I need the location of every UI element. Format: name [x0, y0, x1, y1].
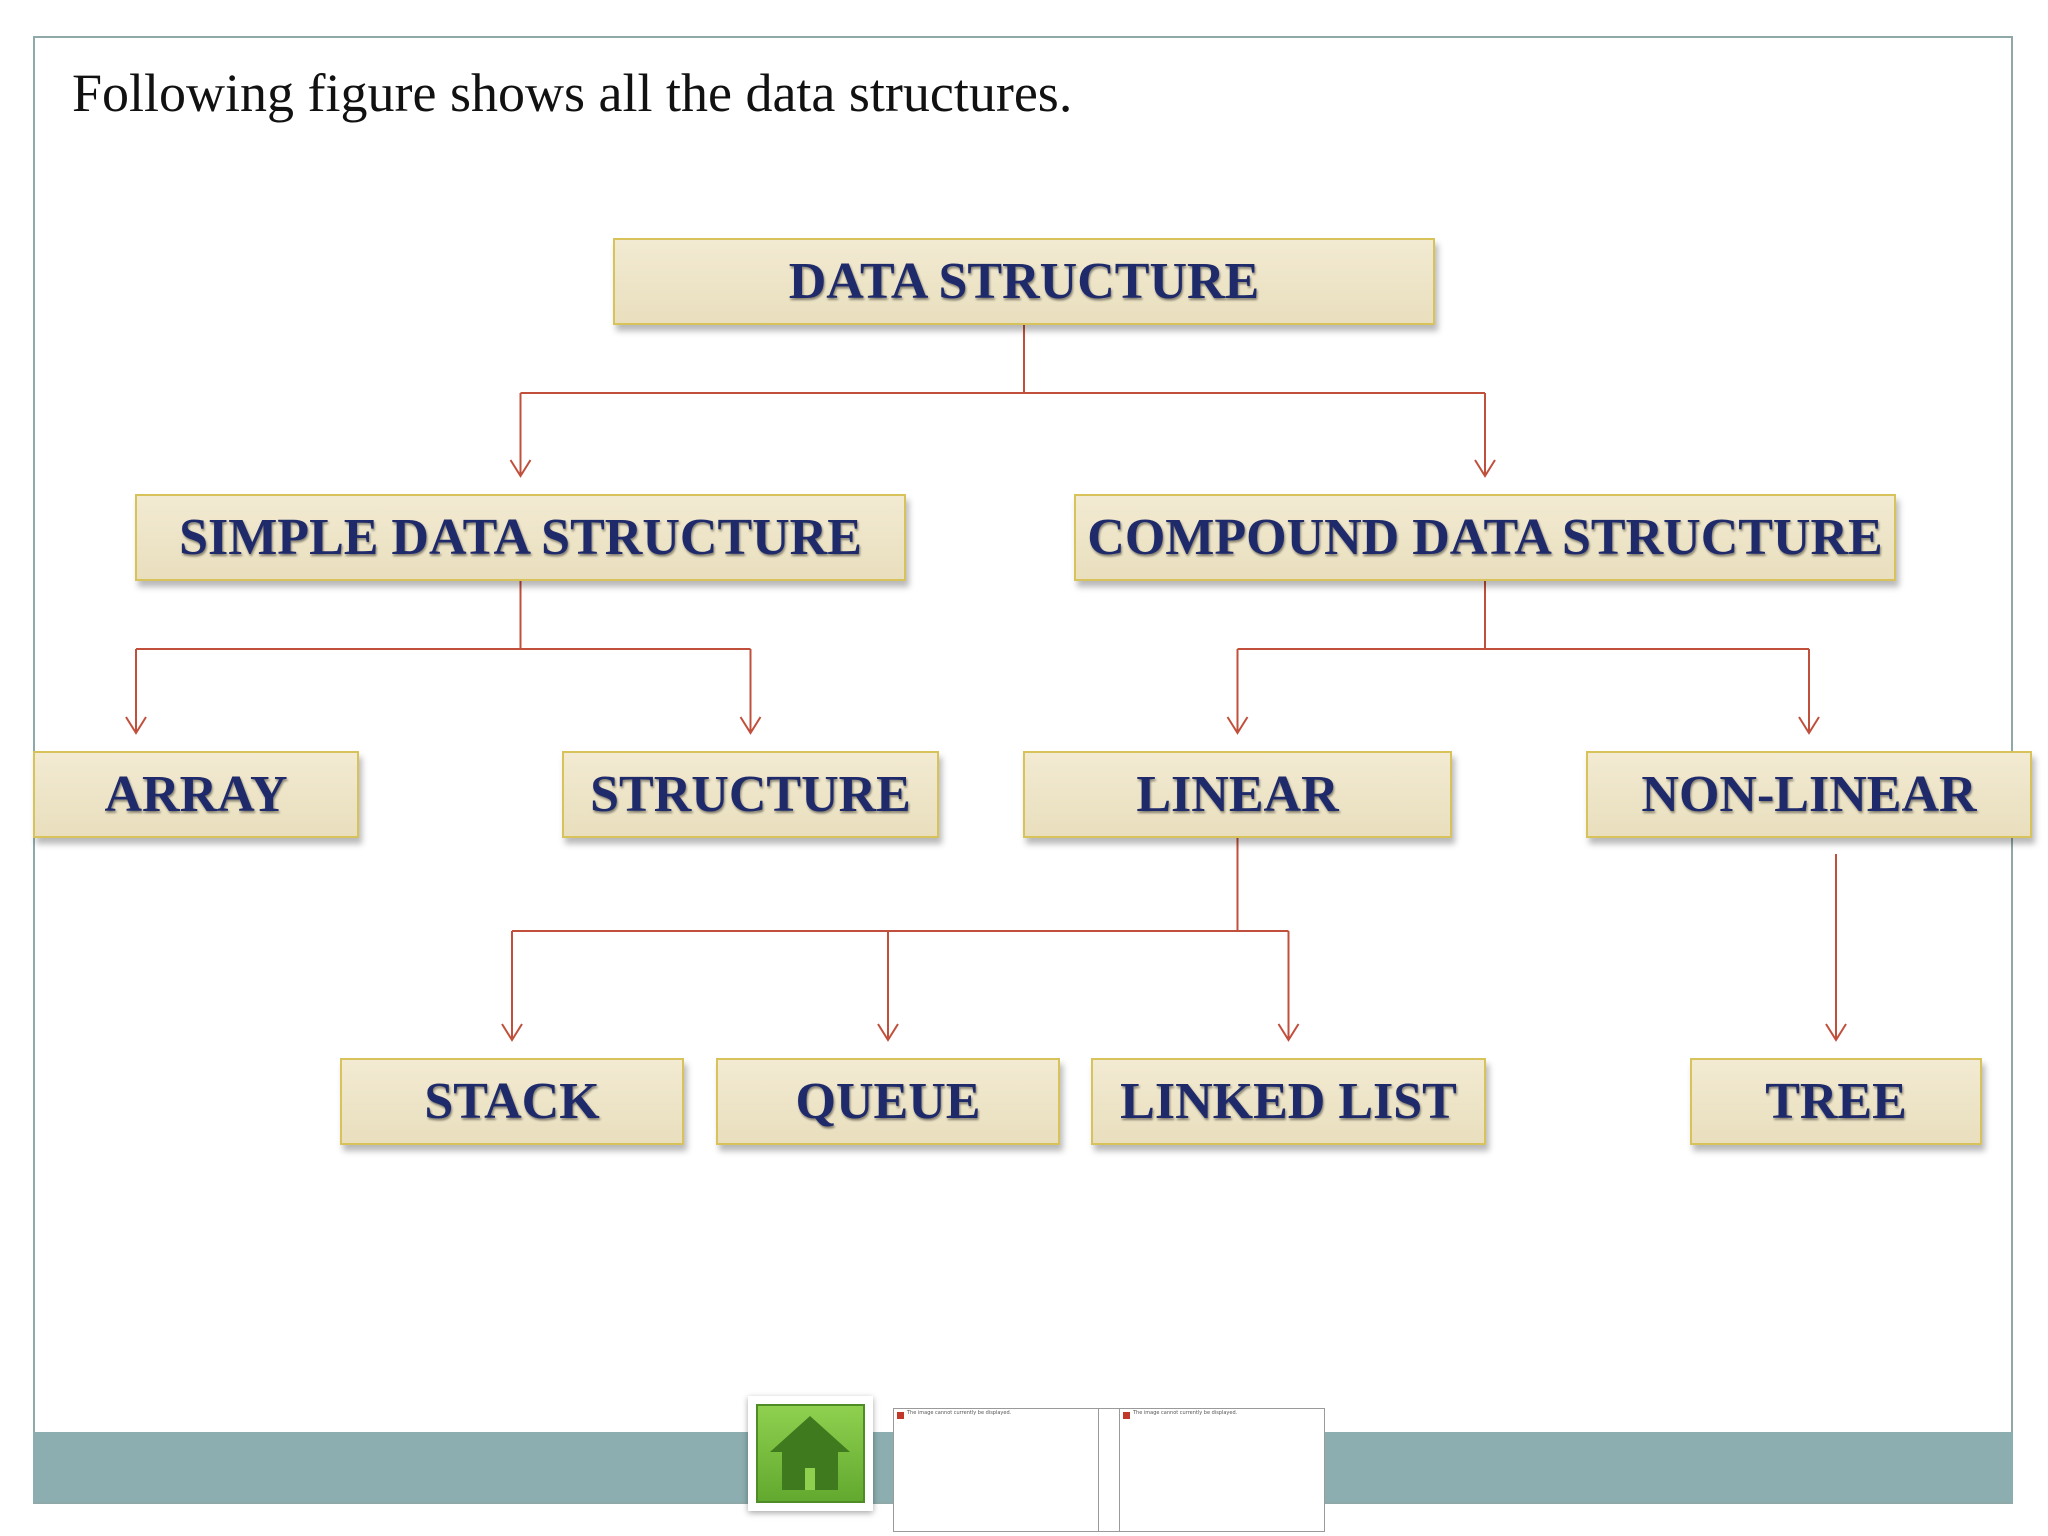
node-array: ARRAY — [33, 751, 359, 838]
arrow-head — [509, 459, 532, 478]
node-tree: TREE — [1690, 1058, 1982, 1145]
arrow-head — [1226, 716, 1249, 735]
node-queue: QUEUE — [716, 1058, 1060, 1145]
home-button[interactable] — [748, 1396, 873, 1511]
arrow-head — [1825, 1023, 1847, 1042]
arrow-head — [125, 716, 147, 735]
node-compound-data-structure: COMPOUND DATA STRUCTURE — [1074, 494, 1896, 581]
node-structure: STRUCTURE — [562, 751, 939, 838]
image-placeholder: The image cannot currently be displayed. — [893, 1408, 1099, 1532]
node-linear: LINEAR — [1023, 751, 1452, 838]
arrow-head — [501, 1023, 523, 1042]
image-placeholder-text: The image cannot currently be displayed. — [1133, 1410, 1238, 1416]
arrow-head — [1474, 459, 1496, 478]
arrow-head — [1277, 1023, 1300, 1042]
node-simple-data-structure: SIMPLE DATA STRUCTURE — [135, 494, 906, 581]
broken-image-icon — [1123, 1412, 1130, 1419]
broken-image-icon — [897, 1412, 904, 1419]
home-icon-tile — [756, 1404, 865, 1503]
image-placeholder: The image cannot currently be displayed. — [1119, 1408, 1325, 1532]
node-non-linear: NON-LINEAR — [1586, 751, 2032, 838]
intro-text: Following figure shows all the data stru… — [72, 63, 1073, 123]
image-placeholder-divider — [1098, 1408, 1120, 1532]
node-linked-list: LINKED LIST — [1091, 1058, 1486, 1145]
node-stack: STACK — [340, 1058, 684, 1145]
connector-lines — [125, 325, 1847, 1042]
node-data-structure: DATA STRUCTURE — [613, 238, 1435, 325]
home-icon — [770, 1416, 850, 1490]
arrow-head — [877, 1023, 899, 1042]
image-placeholder-text: The image cannot currently be displayed. — [907, 1410, 1012, 1416]
arrow-head — [739, 716, 762, 735]
arrow-head — [1798, 716, 1820, 735]
